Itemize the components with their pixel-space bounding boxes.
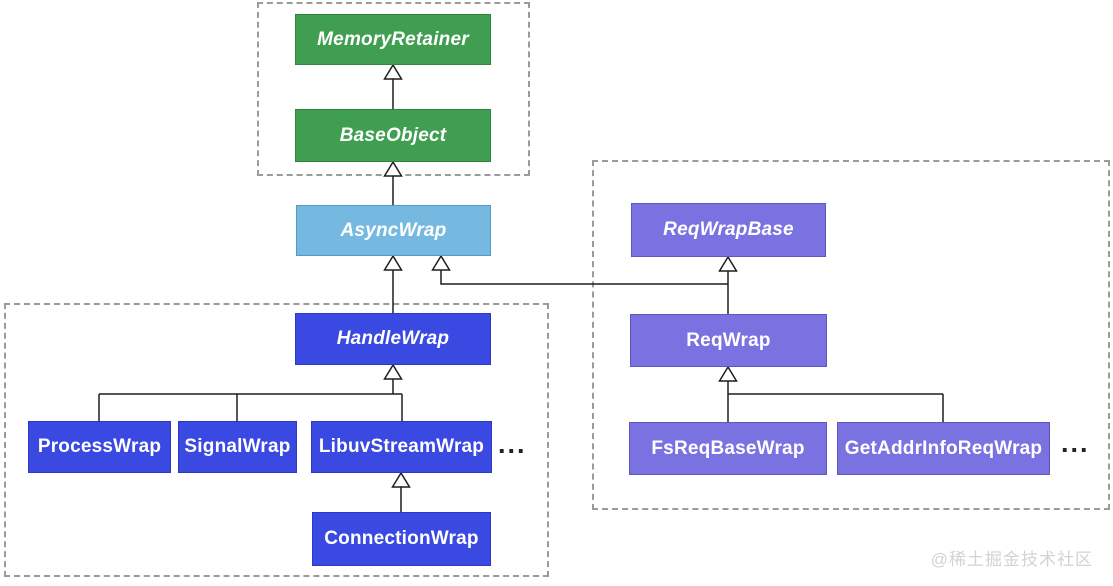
- arrowhead-asyncwrap-right: [431, 254, 451, 271]
- class-node-reqwrap: ReqWrap: [630, 314, 827, 367]
- class-node-connectionwrap: ConnectionWrap: [312, 512, 491, 566]
- ellipsis-handle-subclasses: ...: [498, 429, 527, 459]
- class-node-signalwrap: SignalWrap: [178, 421, 297, 473]
- class-node-asyncwrap: AsyncWrap: [296, 205, 491, 256]
- class-node-getaddrinforeqwrap: GetAddrInfoReqWrap: [837, 422, 1050, 475]
- ellipsis-req-subclasses: ...: [1061, 428, 1090, 458]
- class-node-libuvstreamwrap: LibuvStreamWrap: [311, 421, 492, 473]
- arrowhead-asyncwrap-left: [383, 254, 403, 271]
- watermark: @稀土掘金技术社区: [930, 550, 1093, 569]
- class-node-memoryretainer: MemoryRetainer: [295, 14, 491, 65]
- class-node-processwrap: ProcessWrap: [28, 421, 171, 473]
- class-node-reqwrapbase: ReqWrapBase: [631, 203, 826, 257]
- class-node-baseobject: BaseObject: [295, 109, 491, 162]
- class-node-fsreqbasewrap: FsReqBaseWrap: [629, 422, 827, 475]
- class-node-handlewrap: HandleWrap: [295, 313, 491, 365]
